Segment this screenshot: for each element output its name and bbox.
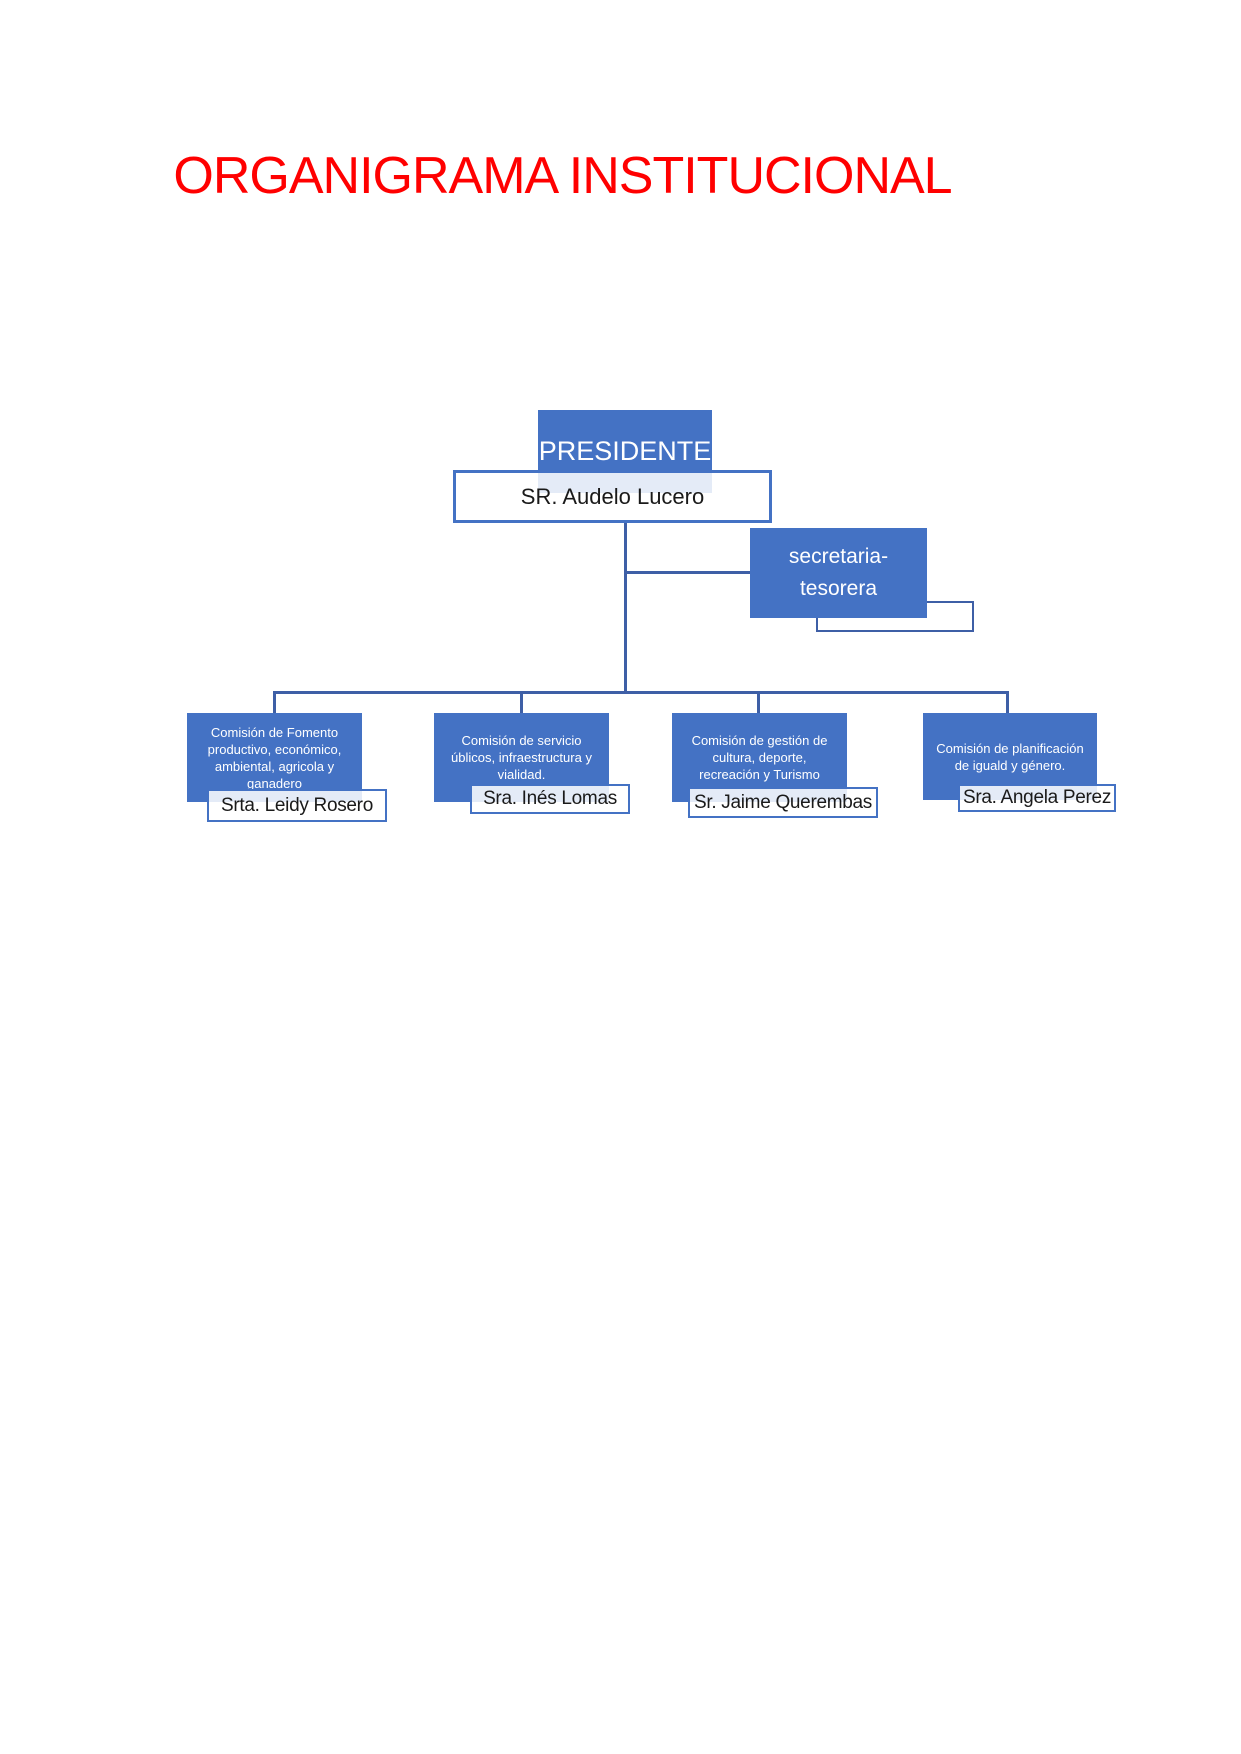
connector-stub-commission-1	[273, 691, 276, 716]
commission-2-name-box: Sra. Inés Lomas	[470, 784, 630, 814]
connector-secretary-horizontal	[624, 571, 750, 574]
commission-4-name-label: Sra. Angela Perez	[962, 787, 1112, 808]
commission-2-role-label: Comisión de servicio úblicos, infraestru…	[451, 733, 592, 782]
secretary-role-box: secretaria- tesorera	[750, 528, 927, 618]
connector-stub-commission-2	[520, 691, 523, 716]
commission-1-name-label: Srta. Leidy Rosero	[221, 794, 373, 816]
commission-4-role-label: Comisión de planificación de iguald y gé…	[936, 740, 1084, 773]
commission-4-name-box: Sra. Angela Perez	[958, 784, 1116, 812]
president-name-box: SR. Audelo Lucero	[453, 470, 772, 523]
commission-2-name-label: Sra. Inés Lomas	[483, 788, 617, 809]
commission-1-name-box: Srta. Leidy Rosero	[207, 789, 387, 822]
commission-3-name-box: Sr. Jaime Querembas	[688, 787, 878, 818]
connector-distribution-horizontal	[273, 691, 1009, 694]
page-title: ORGANIGRAMA INSTITUCIONAL	[173, 147, 952, 205]
connector-stub-commission-3	[757, 691, 760, 716]
commission-1-role-box: Comisión de Fomento productivo, económic…	[187, 713, 362, 802]
commission-1-role-label: Comisión de Fomento productivo, económic…	[207, 724, 342, 791]
president-role-label: PRESIDENTE	[538, 436, 712, 466]
connector-stub-commission-4	[1006, 691, 1009, 716]
secretary-role-label: secretaria- tesorera	[788, 545, 889, 600]
commission-3-name-label: Sr. Jaime Querembas	[693, 791, 873, 813]
connector-trunk-vertical	[624, 523, 627, 694]
president-name-label: SR. Audelo Lucero	[520, 483, 705, 509]
commission-3-role-label: Comisión de gestión de cultura, deporte,…	[691, 733, 828, 782]
